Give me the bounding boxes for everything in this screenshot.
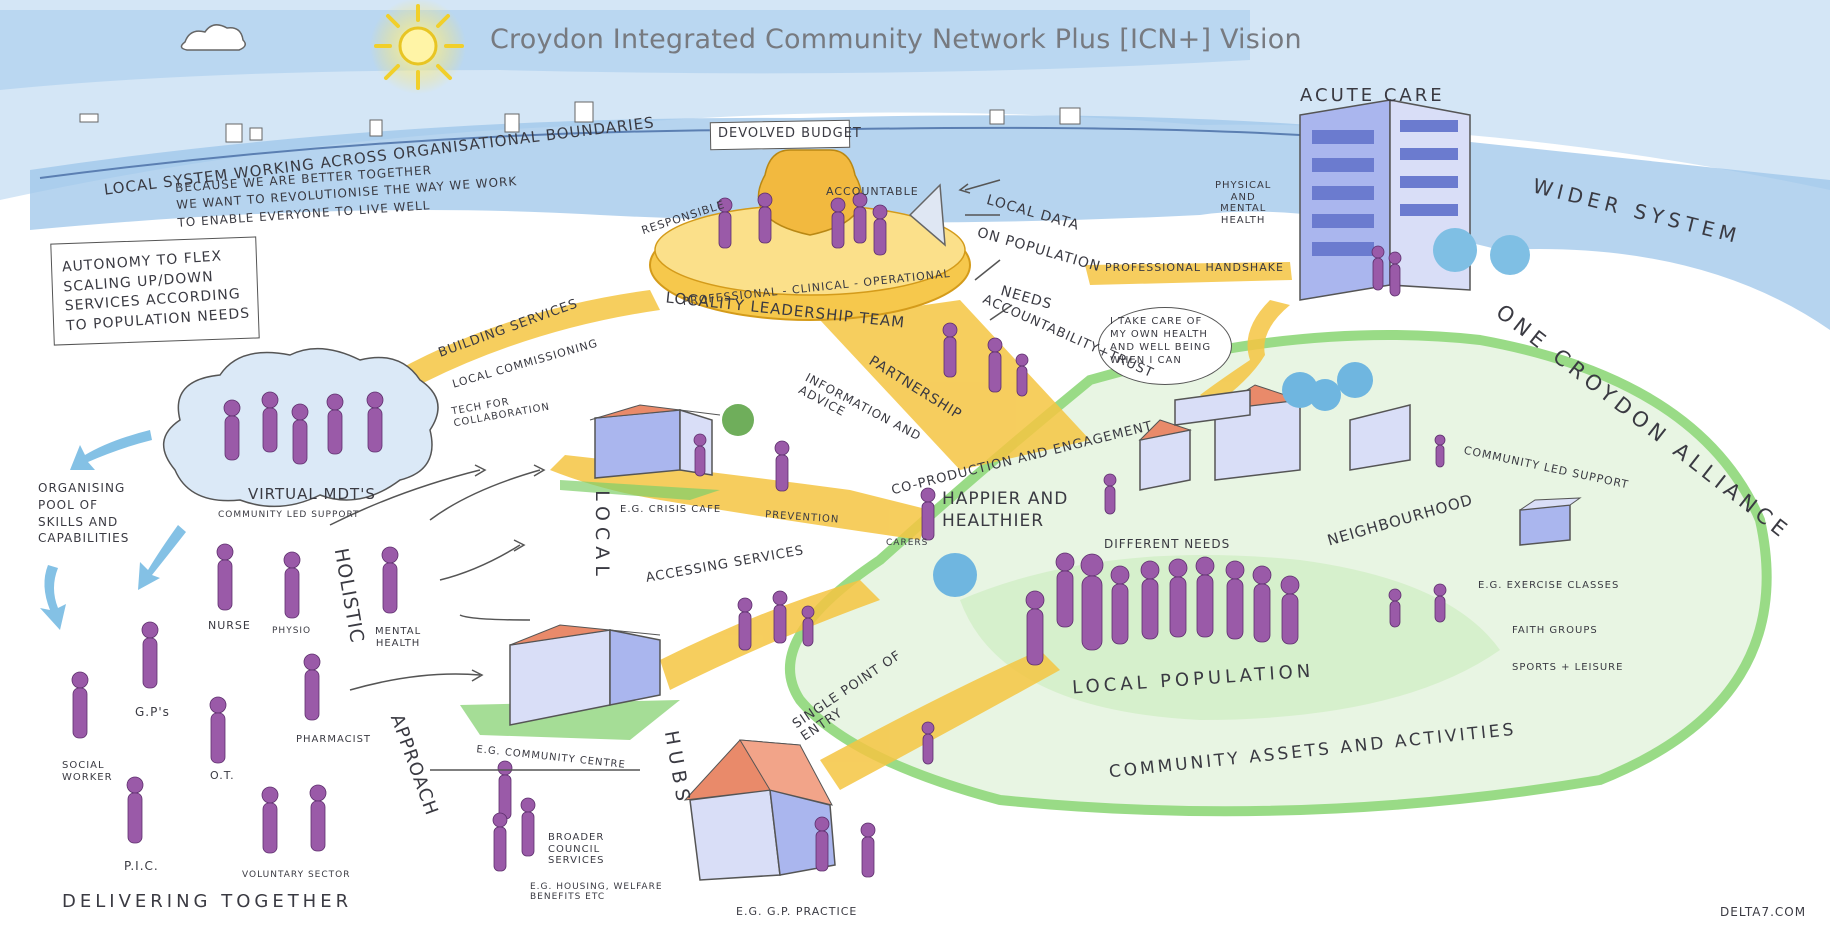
gps-label: G.P's [135, 705, 170, 719]
professional-handshake-label: PROFESSIONAL HANDSHAKE [1105, 261, 1284, 274]
skyline [79, 101, 1081, 143]
signature-label: DELTA7.COM [1720, 905, 1807, 919]
acute-care-building [1299, 99, 1530, 301]
flow-arrows [329, 179, 1013, 771]
nurse-label: NURSE [208, 619, 251, 632]
happier-healthier-label: HAPPIER AND HEALTHIER [942, 489, 1069, 532]
autonomy-text: AUTONOMY TO FLEX SCALING UP/DOWN SERVICE… [61, 248, 251, 335]
sports-leisure-label: SPORTS + LEISURE [1512, 662, 1624, 673]
accountable-label: ACCOUNTABLE [826, 185, 919, 198]
community-led-support-small-label: COMMUNITY LED SUPPORT [218, 510, 360, 520]
different-needs-label: DIFFERENT NEEDS [1104, 537, 1231, 551]
delivering-together-label: DELIVERING TOGETHER [62, 891, 353, 912]
community-centre-building [460, 624, 680, 740]
blue-arrows [40, 430, 186, 630]
ot-label: O.T. [210, 769, 235, 782]
sun-icon [370, 0, 466, 94]
physical-mental-label: PHYSICAL AND MENTAL HEALTH [1215, 180, 1272, 226]
mental-health-label: MENTAL HEALTH [375, 626, 422, 649]
gp-practice-label: E.G. G.P. PRACTICE [736, 905, 858, 918]
i-take-care-text: I TAKE CARE OF MY OWN HEALTH AND WELL BE… [1110, 316, 1212, 366]
social-worker-label: SOCIAL WORKER [62, 760, 113, 783]
exercise-classes-label: E.G. EXERCISE CLASSES [1478, 580, 1620, 591]
virtual-mdts-label: VIRTUAL MDT'S [248, 485, 376, 503]
carers-label: CARERS [886, 538, 929, 548]
neighbourhood-houses [1138, 362, 1411, 491]
broader-council-label: BROADER COUNCIL SERVICES [548, 832, 605, 866]
acute-care-label: ACUTE CARE [1300, 85, 1445, 106]
organising-text: ORGANISING POOL OF SKILLS AND CAPABILITI… [38, 481, 130, 546]
cloud-icon [180, 24, 246, 51]
people [71, 192, 1447, 878]
community-building [933, 497, 1582, 597]
crisis-cafe-label: E.G. CRISIS CAFE [620, 504, 722, 515]
pharmacist-label: PHARMACIST [296, 734, 372, 745]
faith-groups-label: FAITH GROUPS [1512, 625, 1598, 636]
devolved-budget-label: DEVOLVED BUDGET [718, 126, 862, 141]
gp-practice-building [683, 739, 836, 881]
page-title: Croydon Integrated Community Network Plu… [490, 24, 1302, 55]
housing-label: E.G. HOUSING, WELFARE BENEFITS ETC [530, 882, 663, 903]
yellow-paths [380, 262, 1292, 790]
voluntary-sector-label: VOLUNTARY SECTOR [242, 870, 351, 880]
physio-label: PHYSIO [272, 626, 312, 636]
pic-label: P.I.C. [124, 859, 159, 873]
local-vertical-label: LOCAL [590, 490, 613, 582]
thought-bubble [1098, 307, 1232, 385]
